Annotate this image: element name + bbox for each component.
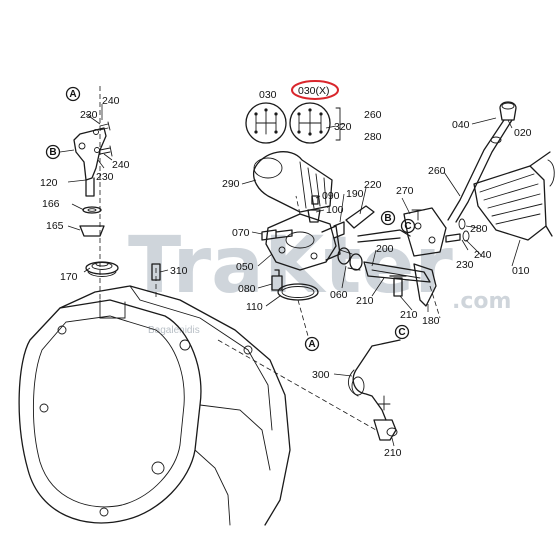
part-label: 210	[400, 309, 418, 321]
part-label: 190	[346, 188, 364, 200]
svg-text:A: A	[69, 89, 76, 100]
svg-text:B: B	[49, 147, 56, 158]
badge-label-standard: 030	[259, 89, 277, 101]
part-label: 040	[452, 119, 470, 131]
part-label: 240	[102, 95, 120, 107]
part-label: 290	[222, 178, 240, 190]
part-label: 210	[384, 447, 402, 459]
part-labels: 230 240 240 230 120 166 165 170 310 260 …	[40, 95, 532, 459]
svg-text:B: B	[384, 213, 391, 224]
part-label: 200	[376, 243, 394, 255]
watermark-sub: Bagalenidis	[148, 325, 200, 336]
part-label: 240	[474, 249, 492, 261]
shift-pattern-badges: 030 030(X)	[245, 80, 344, 144]
part-label: 080	[238, 283, 256, 295]
reference-markers: A B A B C C	[45, 86, 416, 352]
part-label: 300	[312, 369, 330, 381]
highlight-ring	[291, 80, 339, 100]
part-label: 280	[364, 131, 382, 143]
marker-a-top: A	[65, 86, 81, 102]
part-label: 166	[42, 198, 60, 210]
part-label: 260	[364, 109, 382, 121]
pull-rod-assembly	[217, 339, 401, 441]
badge-label-highlighted: 030(X)	[298, 85, 330, 97]
part-label: 230	[80, 109, 98, 121]
part-label: 020	[514, 127, 532, 139]
marker-a-bottom: A	[304, 336, 320, 352]
marker-c-bottom: C	[394, 324, 410, 340]
svg-text:C: C	[404, 221, 411, 232]
part-label: 230	[456, 259, 474, 271]
svg-text:A: A	[308, 339, 315, 350]
part-label: 310	[170, 265, 188, 277]
part-label: 260	[428, 165, 446, 177]
part-label: 100	[326, 204, 344, 216]
watermark-domain: .com	[452, 289, 511, 314]
part-label: 090	[322, 190, 340, 202]
gear-lever-right	[447, 101, 555, 241]
leader-lines	[67, 104, 521, 447]
part-label: 270	[396, 185, 414, 197]
part-label: 230	[96, 171, 114, 183]
part-label: 180	[422, 315, 440, 327]
part-label: 070	[232, 227, 250, 239]
part-label: 165	[46, 220, 64, 232]
part-label: 120	[40, 177, 58, 189]
marker-b-left: B	[45, 144, 75, 160]
alignment-lines	[151, 195, 441, 337]
part-label: 240	[112, 159, 130, 171]
part-label: 280	[470, 223, 488, 235]
part-label: 010	[512, 265, 530, 277]
part-label: 170	[60, 271, 78, 283]
marker-c-right: C	[400, 218, 416, 234]
part-label: 060	[330, 289, 348, 301]
part-label: 110	[246, 301, 263, 313]
part-label: 320	[334, 121, 352, 133]
part-label: 220	[364, 179, 382, 191]
marker-b-right: B	[380, 210, 396, 226]
transmission-housing	[18, 86, 291, 526]
part-label: 210	[356, 295, 374, 307]
watermark: TraKter .com Bagalenidis	[128, 221, 511, 336]
svg-text:C: C	[398, 327, 405, 338]
part-label: 050	[236, 261, 254, 273]
left-shift-lever-assembly	[73, 121, 119, 277]
